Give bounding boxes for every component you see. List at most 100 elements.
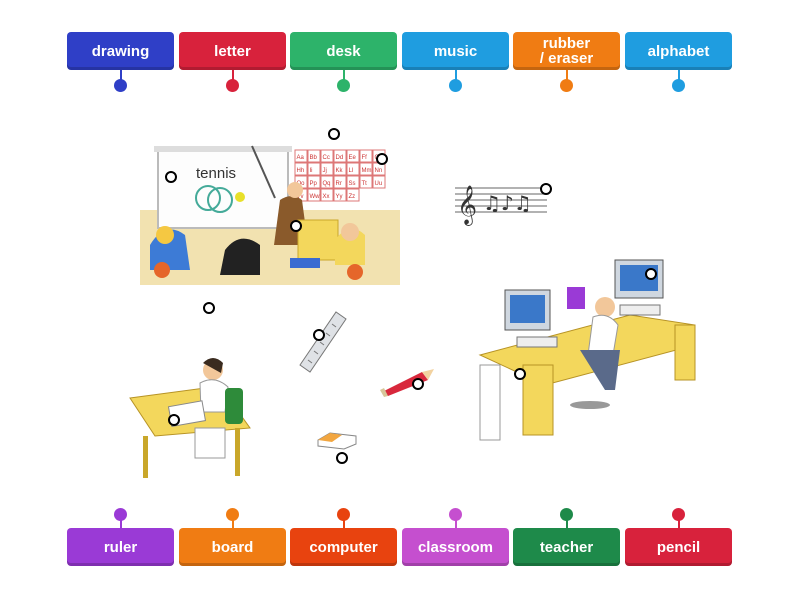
alphabet-cell bbox=[320, 149, 334, 163]
alphabet-cell-text: Cc bbox=[323, 155, 330, 161]
alphabet-cell-text: Tt bbox=[362, 181, 368, 187]
alphabet-cell-text: Pp bbox=[310, 181, 318, 187]
alphabet-cell bbox=[333, 175, 347, 189]
label-pin bbox=[120, 70, 122, 84]
alphabet-cell-text: Ll bbox=[349, 168, 354, 174]
alphabet-cell-text: Ff bbox=[362, 155, 368, 161]
alphabet-cell-text: Qq bbox=[323, 181, 331, 187]
label-pin-dot[interactable] bbox=[226, 508, 239, 521]
alphabet-cell bbox=[346, 188, 360, 202]
label-pin bbox=[455, 70, 457, 84]
music-notes-illustration: 𝄞 ♫♪♫ bbox=[455, 185, 547, 226]
label-music[interactable]: music bbox=[402, 32, 509, 70]
label-pin bbox=[120, 515, 122, 529]
ruler-illustration bbox=[299, 311, 347, 373]
classroom-illustration: tennis AaBbCcDdEeFfGgHhIiJjKkLlMmNnOoPpQ… bbox=[140, 145, 400, 285]
label-pin-dot[interactable] bbox=[226, 79, 239, 92]
hotspot-eraser[interactable] bbox=[336, 452, 348, 464]
label-ruler[interactable]: ruler bbox=[67, 528, 174, 566]
label-pin-dot[interactable] bbox=[560, 508, 573, 521]
alphabet-cell bbox=[320, 188, 334, 202]
alphabet-cell bbox=[359, 149, 373, 163]
hotspot-music-notes[interactable] bbox=[540, 183, 552, 195]
hotspot-whiteboard[interactable] bbox=[165, 171, 177, 183]
alphabet-cell-text: Xx bbox=[323, 194, 330, 200]
alphabet-cell-text: Nn bbox=[375, 168, 383, 174]
alphabet-cell bbox=[307, 162, 321, 176]
alphabet-cell-text: Yy bbox=[336, 194, 343, 200]
alphabet-cell bbox=[346, 149, 360, 163]
hotspot-board-top[interactable] bbox=[328, 128, 340, 140]
pencil-illustration bbox=[380, 369, 434, 397]
label-pin bbox=[678, 70, 680, 84]
computer-room-illustration bbox=[478, 259, 696, 441]
label-pin-dot[interactable] bbox=[449, 508, 462, 521]
svg-text:𝄞: 𝄞 bbox=[457, 185, 477, 226]
label-pin-dot[interactable] bbox=[114, 79, 127, 92]
label-board[interactable]: board bbox=[179, 528, 286, 566]
alphabet-cell-text: Uu bbox=[375, 181, 383, 187]
eraser-illustration bbox=[317, 432, 357, 450]
label-pin bbox=[566, 515, 568, 529]
label-pin bbox=[343, 70, 345, 84]
alphabet-cell-text: Ss bbox=[349, 181, 356, 187]
label-pin-dot[interactable] bbox=[560, 79, 573, 92]
label-pin bbox=[455, 515, 457, 529]
alphabet-cell bbox=[294, 162, 308, 176]
label-pin bbox=[343, 515, 345, 529]
alphabet-cell bbox=[320, 162, 334, 176]
label-drawing[interactable]: drawing bbox=[67, 32, 174, 70]
alphabet-cell-text: Mm bbox=[362, 168, 372, 174]
alphabet-cell-text: Oo bbox=[297, 181, 306, 187]
alphabet-cell bbox=[359, 175, 373, 189]
alphabet-cell bbox=[333, 149, 347, 163]
hotspot-pencil[interactable] bbox=[412, 378, 424, 390]
alphabet-cell bbox=[320, 175, 334, 189]
alphabet-cell bbox=[359, 162, 373, 176]
alphabet-cell bbox=[346, 175, 360, 189]
label-pin-dot[interactable] bbox=[337, 79, 350, 92]
alphabet-cell-text: Ii bbox=[310, 168, 313, 174]
alphabet-cell-text: Hh bbox=[297, 168, 305, 174]
alphabet-cell-text: Dd bbox=[336, 155, 344, 161]
label-pencil[interactable]: pencil bbox=[625, 528, 732, 566]
label-pin bbox=[678, 515, 680, 529]
label-teacher[interactable]: teacher bbox=[513, 528, 620, 566]
label-pin-dot[interactable] bbox=[449, 79, 462, 92]
board-word: tennis bbox=[196, 165, 236, 182]
svg-text:♫♪♫: ♫♪♫ bbox=[483, 191, 532, 215]
alphabet-cell bbox=[346, 162, 360, 176]
drawing-girl-illustration bbox=[129, 358, 251, 478]
hotspot-teacher[interactable] bbox=[290, 220, 302, 232]
label-pin-dot[interactable] bbox=[672, 508, 685, 521]
label-alphabet[interactable]: alphabet bbox=[625, 32, 732, 70]
hotspot-classroom[interactable] bbox=[203, 302, 215, 314]
hotspot-drawing[interactable] bbox=[168, 414, 180, 426]
label-rubber-eraser[interactable]: rubber / eraser bbox=[513, 32, 620, 70]
alphabet-cell-text: Aa bbox=[297, 155, 305, 161]
alphabet-cell bbox=[333, 162, 347, 176]
label-pin-dot[interactable] bbox=[672, 79, 685, 92]
label-pin-dot[interactable] bbox=[337, 508, 350, 521]
alphabet-cell-text: Bb bbox=[310, 155, 318, 161]
alphabet-cell-text: Ww bbox=[310, 194, 321, 200]
hotspot-computer[interactable] bbox=[645, 268, 657, 280]
alphabet-cell bbox=[307, 149, 321, 163]
alphabet-cell-text: Jj bbox=[323, 168, 327, 174]
alphabet-cell-text: Zz bbox=[349, 194, 356, 200]
alphabet-cell-text: Rr bbox=[336, 181, 342, 187]
alphabet-cell-text: Ee bbox=[349, 155, 357, 161]
hotspot-computer-desk[interactable] bbox=[514, 368, 526, 380]
label-pin bbox=[566, 70, 568, 84]
hotspot-ruler[interactable] bbox=[313, 329, 325, 341]
label-computer[interactable]: computer bbox=[290, 528, 397, 566]
label-classroom[interactable]: classroom bbox=[402, 528, 509, 566]
label-pin-dot[interactable] bbox=[114, 508, 127, 521]
alphabet-cell bbox=[307, 188, 321, 202]
hotspot-alphabet-chart[interactable] bbox=[376, 153, 388, 165]
label-letter[interactable]: letter bbox=[179, 32, 286, 70]
alphabet-cell-text: Kk bbox=[336, 168, 344, 174]
alphabet-cell bbox=[294, 149, 308, 163]
alphabet-cell bbox=[372, 175, 386, 189]
label-desk[interactable]: desk bbox=[290, 32, 397, 70]
